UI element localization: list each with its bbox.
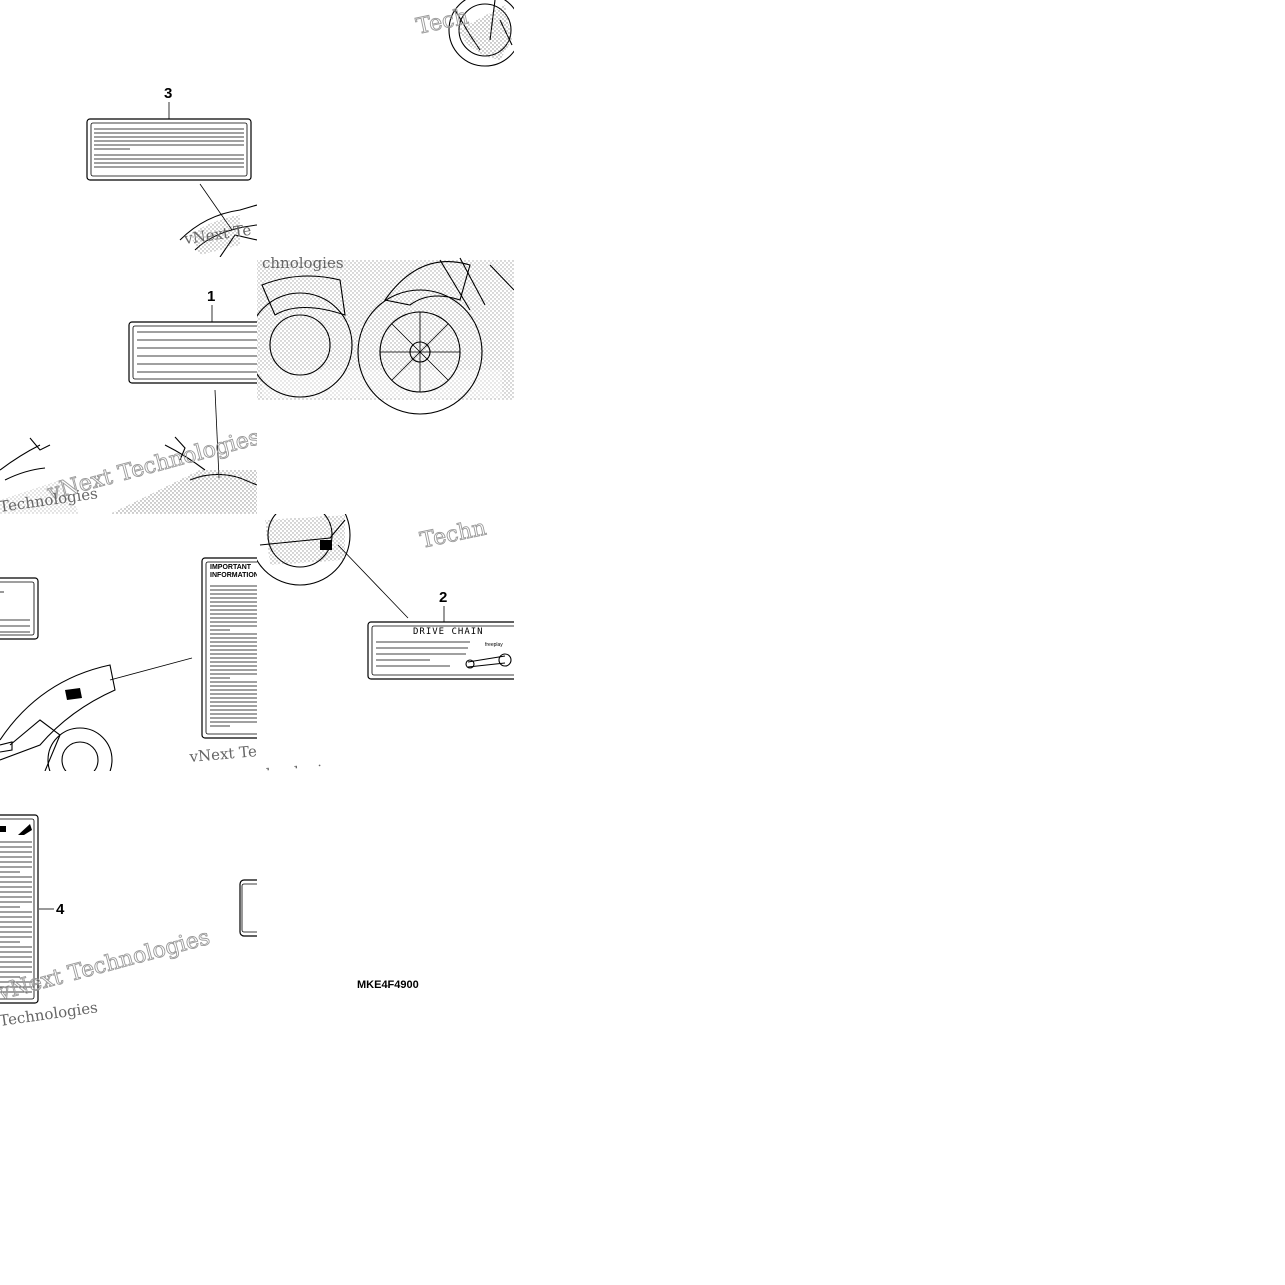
callout-number-4: 4 xyxy=(56,901,65,918)
bike-front-fragment-top: Tech xyxy=(414,0,514,67)
label-3-sticker xyxy=(86,118,252,181)
important-info-group: IMPORTANT INFORMATION vNext Te xyxy=(0,557,259,771)
callout-number-1: 1 xyxy=(207,288,215,305)
label-4-group: 4 vNext Technologies Technologies xyxy=(0,814,257,1028)
figure-code: MKE4F4900 xyxy=(357,979,419,991)
label-1-sticker xyxy=(128,321,257,384)
watermark-text: Techn xyxy=(418,516,488,554)
watermark-text: vNext Te xyxy=(188,742,258,766)
drive-chain-title: DRIVE CHAIN xyxy=(413,627,484,637)
label-2-drive-chain-sticker xyxy=(367,621,514,680)
freeplay-text: freeplay xyxy=(485,642,503,648)
important-heading-line1: IMPORTANT xyxy=(210,564,252,571)
bike-front-wheel-area: chnologies xyxy=(257,254,514,415)
label-3-group: 3 vNext Te xyxy=(86,85,257,257)
label-2-group: 2 DRIVE CHAIN freeplay Techn xyxy=(257,514,514,680)
label-1-group: 1 vNext Technologies Technologies xyxy=(0,288,257,514)
chain-diagram-icon xyxy=(467,655,506,668)
important-heading-line2: INFORMATION xyxy=(210,572,259,579)
callout-number-2: 2 xyxy=(439,589,447,606)
partial-label-right xyxy=(239,879,257,937)
important-information-sticker xyxy=(201,557,257,739)
watermark-text: chnologies xyxy=(262,254,344,272)
watermark-text: chnologies xyxy=(257,760,340,784)
partial-label-left xyxy=(0,577,39,640)
callout-number-3: 3 xyxy=(164,85,172,102)
